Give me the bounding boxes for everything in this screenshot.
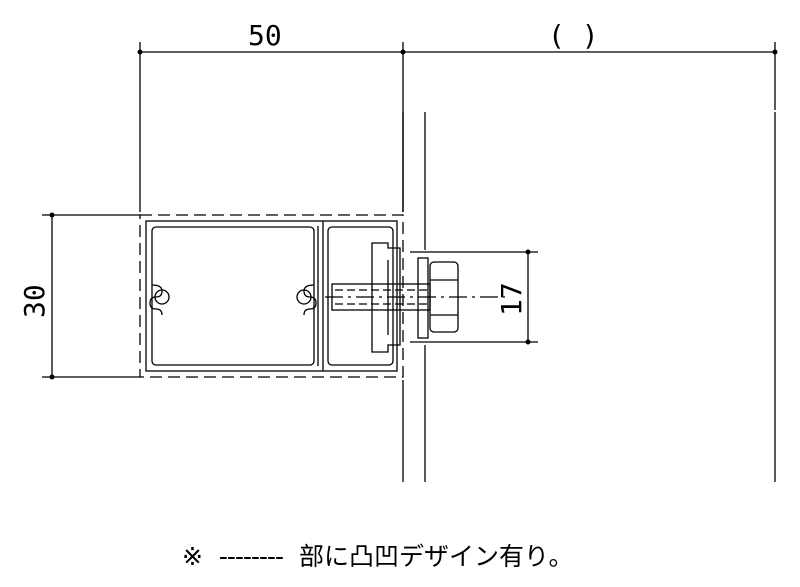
gap-dimension-label: ( ): [548, 19, 599, 52]
note-dashes: --------: [218, 542, 284, 571]
dim-dot: [525, 339, 531, 345]
profile-inner: [145, 220, 398, 372]
bolt-dimension-label: 17: [495, 282, 528, 316]
profile-outer: [139, 214, 404, 378]
washer: [417, 257, 429, 339]
left-chamber: [151, 226, 315, 366]
screw-port-left-hole: [154, 289, 170, 305]
dim-dot: [49, 374, 55, 380]
dim-dot: [49, 212, 55, 218]
dim-dot: [772, 49, 778, 55]
note-mark: ※: [182, 542, 203, 571]
t-bolt-head: [371, 242, 401, 353]
dim-dot: [137, 49, 143, 55]
dim-dot: [400, 49, 406, 55]
height-dimension-label: 30: [18, 284, 51, 318]
note-text: 部に凸凹デザイン有り。: [299, 542, 574, 571]
right-chamber: [327, 226, 394, 366]
screw-port-right-hole: [296, 289, 312, 305]
dim-dot: [525, 249, 531, 255]
design-note: ※ -------- 部に凸凹デザイン有り。: [182, 537, 574, 573]
width-dimension-label: 50: [248, 19, 282, 52]
